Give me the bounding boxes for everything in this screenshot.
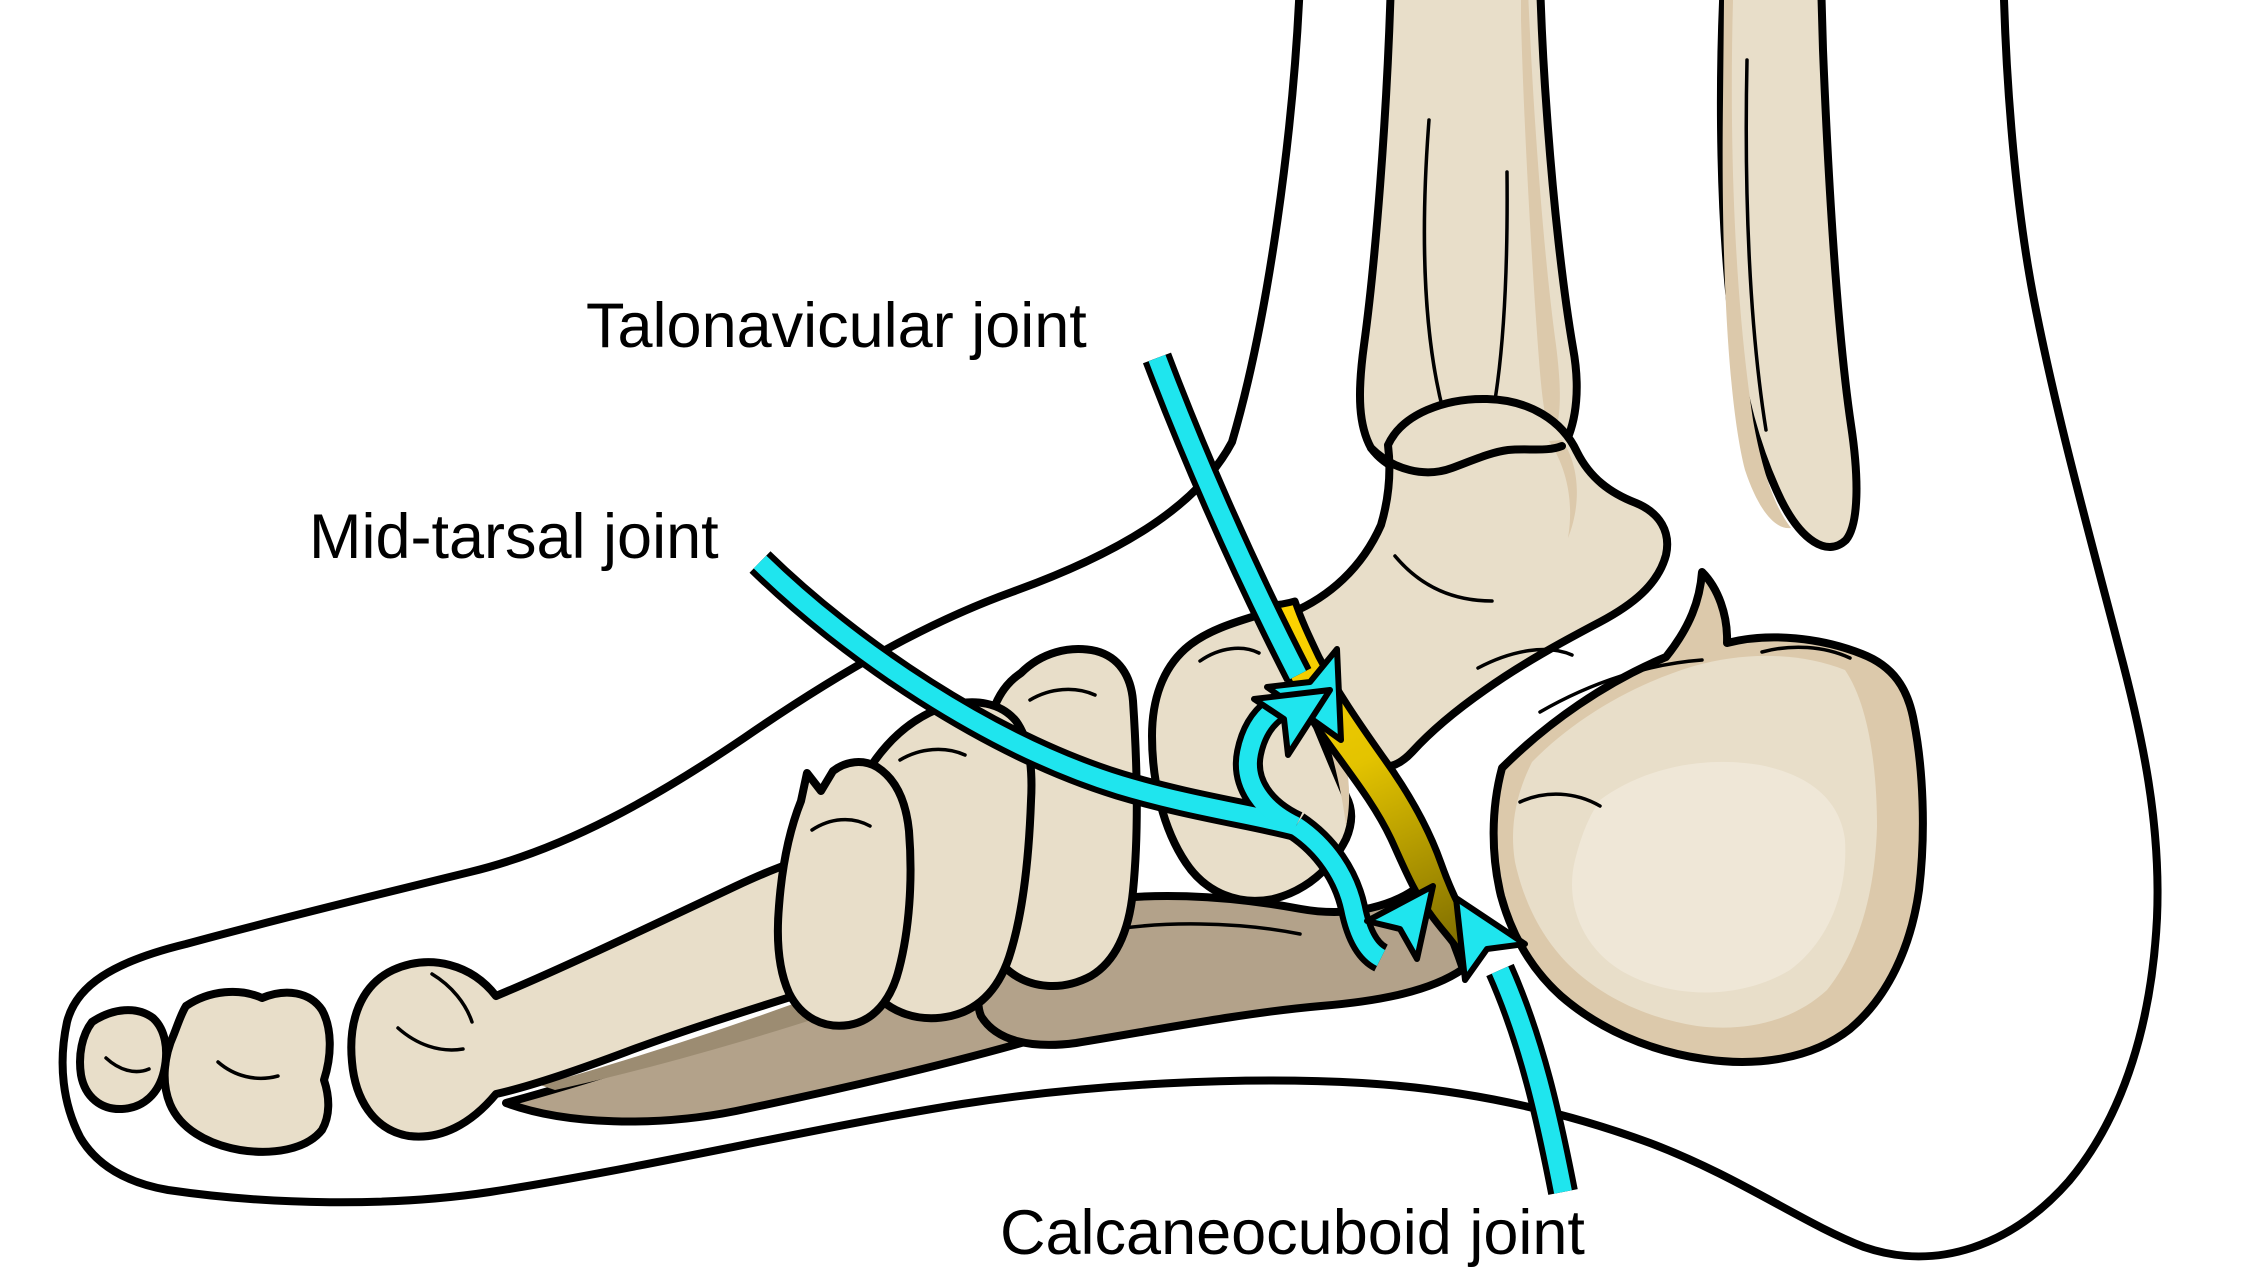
calcaneocuboid-arrowhead — [1453, 895, 1528, 983]
medial-cuneiform-bone — [773, 758, 915, 1030]
label-calcaneocuboid-joint: Calcaneocuboid joint — [1000, 1198, 1585, 1268]
proximal-phalanx-bone — [160, 987, 334, 1156]
calcaneocuboid-arrow — [1453, 895, 1578, 1195]
distal-phalanx-bone — [76, 1006, 171, 1114]
midtarsal-upper-arrowhead — [1251, 687, 1333, 758]
label-talonavicular-joint: Talonavicular joint — [586, 291, 1087, 361]
fibula-bone — [1716, 0, 1861, 551]
midtarsal-lower-arrowhead — [1364, 883, 1436, 962]
label-midtarsal-joint: Mid-tarsal joint — [309, 502, 719, 572]
calcaneus-bone — [1489, 568, 1927, 1066]
tibia-talus-joint-line — [1367, 442, 1566, 477]
midtarsal-arrow — [749, 551, 1436, 972]
